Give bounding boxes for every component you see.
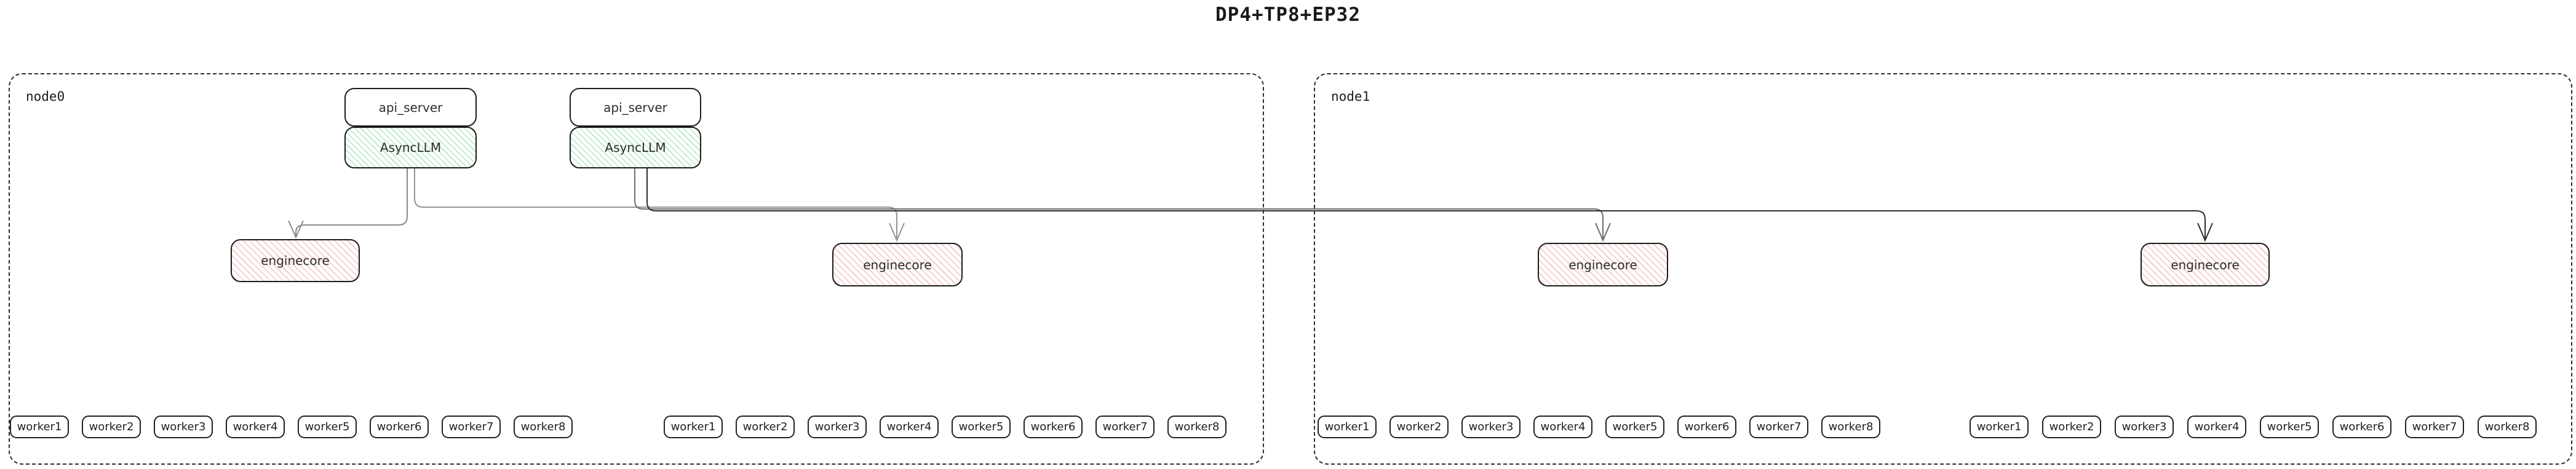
worker-box: worker7 bbox=[1749, 416, 1808, 438]
worker-box: worker6 bbox=[1024, 416, 1083, 438]
api-server-box-1: api_server bbox=[344, 88, 477, 127]
worker-box: worker4 bbox=[880, 416, 939, 438]
worker-box: worker8 bbox=[1821, 416, 1880, 438]
worker-box: worker1 bbox=[10, 416, 69, 438]
enginecore-box-3: enginecore bbox=[1538, 243, 1668, 286]
worker-box: worker6 bbox=[1677, 416, 1736, 438]
worker-box: worker5 bbox=[298, 416, 357, 438]
worker-box: worker3 bbox=[1461, 416, 1521, 438]
worker-box: worker7 bbox=[442, 416, 501, 438]
worker-box: worker2 bbox=[2042, 416, 2101, 438]
worker-box: worker5 bbox=[1605, 416, 1664, 438]
worker-box: worker6 bbox=[370, 416, 429, 438]
worker-box: worker8 bbox=[1167, 416, 1226, 438]
worker-box: worker3 bbox=[808, 416, 867, 438]
worker-box: worker5 bbox=[952, 416, 1011, 438]
diagram-title: DP4+TP8+EP32 bbox=[1215, 4, 1361, 26]
worker-box: worker2 bbox=[82, 416, 141, 438]
enginecore-box-1: enginecore bbox=[231, 239, 360, 282]
worker-box: worker8 bbox=[2478, 416, 2537, 438]
enginecore-box-2: enginecore bbox=[832, 243, 963, 286]
worker-box: worker7 bbox=[1095, 416, 1155, 438]
worker-box: worker1 bbox=[1318, 416, 1377, 438]
async-llm-box-2: AsyncLLM bbox=[570, 127, 701, 168]
api-server-box-2: api_server bbox=[570, 88, 701, 127]
node0-worker-group-2: worker1 worker2 worker3 worker4 worker5 worke… bbox=[664, 416, 1226, 438]
node1-worker-group-2: worker1 worker2 worker3 worker4 worker5 worke… bbox=[1970, 416, 2537, 438]
worker-box: worker3 bbox=[154, 416, 213, 438]
node1-container: node1 bbox=[1314, 73, 2572, 465]
worker-box: worker1 bbox=[664, 416, 723, 438]
worker-box: worker7 bbox=[2405, 416, 2464, 438]
worker-box: worker2 bbox=[1389, 416, 1449, 438]
node1-label: node1 bbox=[1331, 89, 1370, 104]
worker-box: worker4 bbox=[2187, 416, 2246, 438]
worker-box: worker2 bbox=[736, 416, 795, 438]
node0-container: node0 bbox=[9, 73, 1264, 465]
async-llm-box-1: AsyncLLM bbox=[344, 127, 477, 168]
worker-box: worker6 bbox=[2332, 416, 2391, 438]
node1-worker-group-1: worker1 worker2 worker3 worker4 worker5 worke… bbox=[1318, 416, 1880, 438]
node0-label: node0 bbox=[26, 89, 65, 104]
worker-box: worker5 bbox=[2260, 416, 2319, 438]
enginecore-box-4: enginecore bbox=[2141, 243, 2270, 286]
node0-worker-group-1: worker1 worker2 worker3 worker4 worker5 worke… bbox=[10, 416, 573, 438]
worker-box: worker3 bbox=[2115, 416, 2174, 438]
worker-box: worker8 bbox=[514, 416, 573, 438]
worker-box: worker1 bbox=[1970, 416, 2029, 438]
worker-box: worker4 bbox=[1533, 416, 1592, 438]
worker-box: worker4 bbox=[226, 416, 285, 438]
